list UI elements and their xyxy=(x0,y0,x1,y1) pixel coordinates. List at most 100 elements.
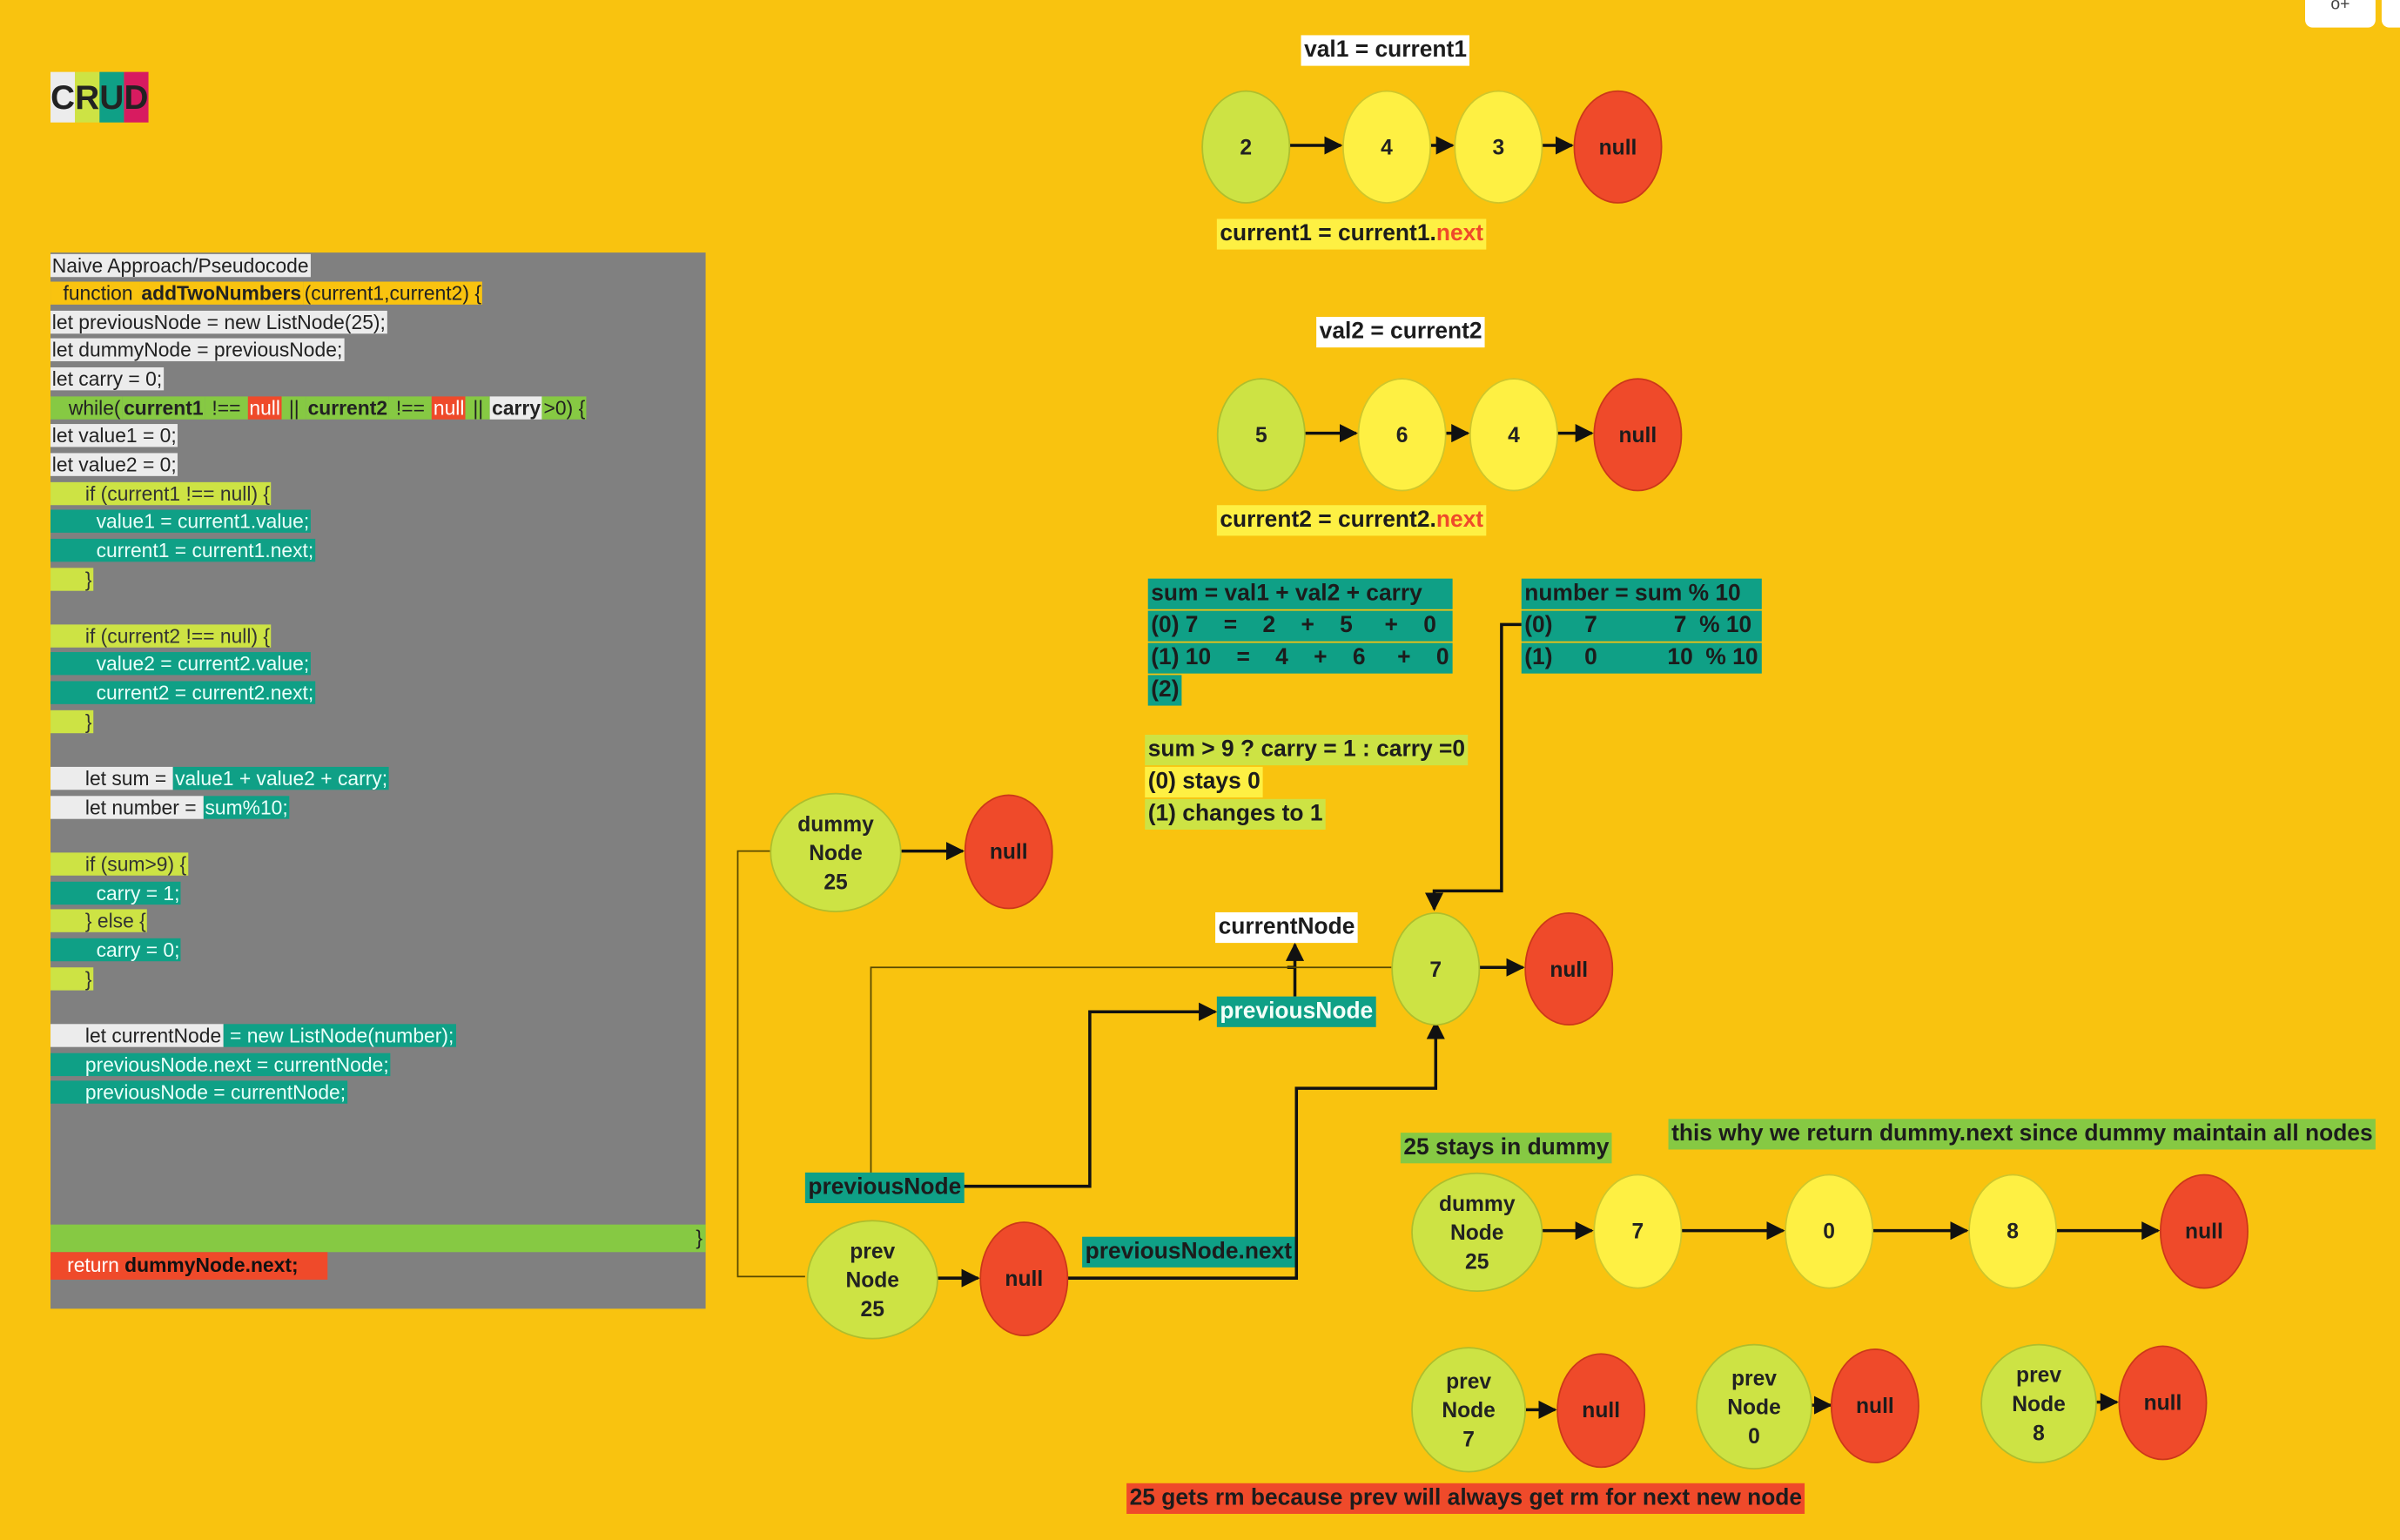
code-token: !== xyxy=(388,395,433,420)
code-token: (current1,current2) { xyxy=(302,281,483,305)
arrow-prev-low-to-mid xyxy=(961,1002,1218,1188)
code-line: } xyxy=(50,965,94,993)
code-token: addTwoNumbers xyxy=(139,281,303,305)
list2-node-2: 4 xyxy=(1469,378,1558,492)
code-token: if (current2 !== null) { xyxy=(50,624,272,648)
code-token: || xyxy=(466,395,491,420)
code-line: previousNode.next = currentNode; xyxy=(50,1051,391,1079)
current-node-null: null xyxy=(1524,911,1614,1026)
code-token: value1 + value2 + carry; xyxy=(173,766,389,790)
number-row-0: (0) 7 7 % 10 xyxy=(1521,610,1762,642)
current-node-label: currentNode xyxy=(1215,911,1358,944)
carry-title: sum > 9 ? carry = 1 : carry =0 xyxy=(1145,734,1469,766)
logo-letter: D xyxy=(124,71,149,123)
link-prev-row xyxy=(870,966,1392,1174)
code-line: current1 = current1.next; xyxy=(50,537,316,565)
code-token: current2 xyxy=(306,395,389,420)
code-line: let currentNode = new ListNode(number); xyxy=(50,1022,456,1050)
code-line: if (sum>9) { xyxy=(50,851,188,879)
arrow-number-to-node xyxy=(1424,622,1522,911)
dummy-note: 25 stays in dummy xyxy=(1400,1133,1612,1164)
code-token: } xyxy=(50,709,94,733)
list1-advance: current1 = current1.next xyxy=(1216,219,1487,250)
code-token: = new ListNode(number); xyxy=(222,1024,456,1047)
carry-block: sum > 9 ? carry = 1 : carry =0 (0) stays… xyxy=(1145,734,1469,830)
code-token: carry = 0; xyxy=(50,938,182,962)
previous-node-label-low: previousNode xyxy=(804,1172,965,1204)
list1-node-2: 3 xyxy=(1454,90,1543,204)
list2-node-null: null xyxy=(1593,378,1683,492)
code-line: let value2 = 0; xyxy=(50,452,178,480)
code-token: value1 = current1.value; xyxy=(50,509,311,534)
code-token: !== xyxy=(205,395,248,420)
corner-button-extra[interactable] xyxy=(2381,0,2400,28)
previous-node-label-mid: previousNode xyxy=(1216,996,1376,1027)
list2-node-1: 6 xyxy=(1357,378,1447,492)
sum-block: sum = val1 + val2 + carry (0) 7 = 2 + 5 … xyxy=(1147,578,1453,706)
final-dummy-node: dummy Node 25 xyxy=(1411,1172,1543,1293)
code-token: >0) { xyxy=(541,395,587,420)
code-token: sum%10; xyxy=(203,795,290,819)
current-node: 7 xyxy=(1391,911,1481,1026)
closing-brace-bar: } xyxy=(50,1224,706,1253)
code-token: null xyxy=(247,395,282,420)
prev-state-8: prev Node 8 xyxy=(1980,1343,2097,1463)
code-line: current2 = current2.next; xyxy=(50,680,316,708)
code-token: current2 = current2.next; xyxy=(50,681,316,704)
code-line: let previousNode = new ListNode(25); xyxy=(50,309,387,337)
code-token: carry = 1; xyxy=(50,881,182,904)
list1-node-1: 4 xyxy=(1342,90,1432,204)
code-line: carry = 0; xyxy=(50,937,182,965)
list2-caption: val2 = current2 xyxy=(1316,316,1486,348)
code-line: } xyxy=(50,709,94,736)
prev-state-0-null: null xyxy=(1830,1348,1919,1463)
corner-add-button[interactable]: o+ xyxy=(2304,0,2376,28)
code-token: if (current1 !== null) { xyxy=(50,481,272,505)
code-line: previousNode = currentNode; xyxy=(50,1079,347,1107)
return-statement: return dummyNode.next; xyxy=(50,1252,328,1280)
code-token: let dummyNode = previousNode; xyxy=(50,339,345,362)
final-node-2: 8 xyxy=(1968,1173,2058,1289)
list1-caption: val1 = current1 xyxy=(1301,35,1470,66)
prev-state-0: prev Node 0 xyxy=(1696,1343,1812,1469)
code-line: if (current2 !== null) { xyxy=(50,622,272,650)
pseudocode-title: Naive Approach/Pseudocode xyxy=(50,253,311,278)
code-token: let value2 = 0; xyxy=(50,453,178,476)
dummy-node-top: dummy Node 25 xyxy=(770,792,902,912)
code-token: current1 = current1.next; xyxy=(50,538,316,562)
link-dummy-prev xyxy=(736,850,805,1278)
prev-state-7: prev Node 7 xyxy=(1411,1347,1527,1473)
code-token: previousNode = currentNode; xyxy=(50,1080,347,1105)
arrow-prevnext-to-current xyxy=(1066,1020,1445,1280)
code-line: function addTwoNumbers(current1,current2… xyxy=(50,280,483,308)
carry-row-0: (0) stays 0 xyxy=(1145,766,1264,798)
prev-state-7-null: null xyxy=(1556,1353,1646,1469)
final-node-0: 7 xyxy=(1593,1173,1683,1289)
carry-row-1: (1) changes to 1 xyxy=(1145,798,1327,830)
code-line: if (current1 !== null) { xyxy=(50,480,272,508)
code-line: } else { xyxy=(50,908,148,936)
code-token: } xyxy=(50,966,94,990)
prev-node-bottom: prev Node 25 xyxy=(806,1220,938,1340)
code-line: } xyxy=(50,566,94,594)
code-line: while(current1 !== null || current2 !== … xyxy=(50,394,587,422)
code-line: let sum = value1 + value2 + carry; xyxy=(50,765,389,793)
code-token: previousNode.next = currentNode; xyxy=(50,1052,391,1076)
sum-row-0: (0) 7 = 2 + 5 + 0 xyxy=(1147,610,1453,642)
list2-advance: current2 = current2.next xyxy=(1216,505,1487,536)
list1-node-0: 2 xyxy=(1201,90,1291,204)
code-line: let carry = 0; xyxy=(50,366,164,393)
code-token: while( xyxy=(50,395,123,420)
dummy-top-null: null xyxy=(964,794,1053,910)
prev-bottom-null: null xyxy=(979,1221,1069,1336)
code-line: let dummyNode = previousNode; xyxy=(50,337,345,365)
number-row-1: (1) 0 10 % 10 xyxy=(1521,642,1762,674)
number-block: number = sum % 10 (0) 7 7 % 10 (1) 0 10 … xyxy=(1521,578,1762,674)
code-token: let value1 = 0; xyxy=(50,424,178,447)
code-token: value2 = current2.value; xyxy=(50,652,311,676)
code-token: let currentNode xyxy=(50,1024,223,1047)
sum-title: sum = val1 + val2 + carry xyxy=(1147,578,1453,609)
